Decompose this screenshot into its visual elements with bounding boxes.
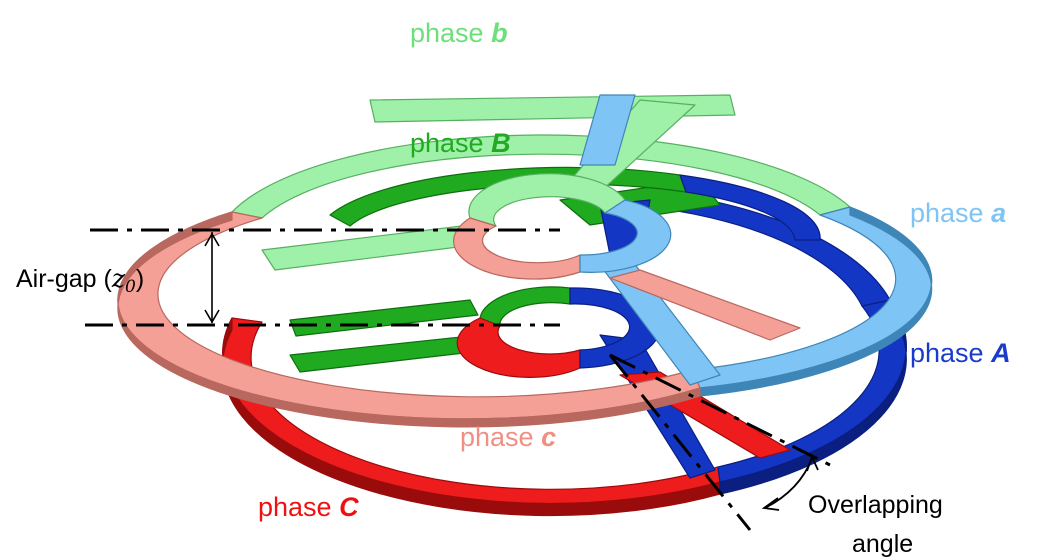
label-phase-a-letter: a — [991, 198, 1006, 228]
overlap-label-line2: angle — [852, 530, 913, 558]
overlap-arc-arrow-end — [806, 454, 819, 472]
label-phase-c-letter: c — [541, 422, 556, 452]
airgap-arrow-bottom — [204, 309, 220, 324]
airgap-label-symbol: z — [111, 264, 126, 293]
overlap-angle-marks — [608, 353, 831, 531]
label-phase-B: phase B — [410, 128, 511, 158]
label-phase-A-prefix: phase — [910, 338, 991, 368]
lower-hub-phase-B — [479, 286, 571, 327]
overlap-line-phase-C-axis — [609, 353, 831, 467]
overlap-line-phase-A-axis — [608, 354, 752, 531]
label-phase-C: phase C — [258, 492, 359, 522]
label-phase-a-prefix: phase — [910, 198, 991, 228]
airgap-label-suffix: ) — [136, 265, 144, 293]
label-phase-A: phase A — [910, 338, 1011, 368]
upper-disc — [117, 94, 933, 428]
label-phase-C-letter: C — [339, 492, 359, 522]
label-phase-A-letter: A — [990, 338, 1011, 368]
label-phase-b-letter: b — [491, 18, 508, 48]
airgap-label-prefix: Air-gap ( — [16, 265, 113, 293]
label-phase-b-prefix: phase — [410, 18, 491, 48]
label-phase-C-prefix: phase — [258, 492, 339, 522]
upper-ring-phase-c-side — [117, 211, 701, 428]
mid-ring-phase-A — [679, 174, 821, 241]
lower-spoke-phase-B-2 — [289, 299, 479, 337]
overlap-label-line1: Overlapping — [808, 491, 943, 519]
label-phase-a: phase a — [910, 198, 1006, 228]
airgap-label-subscript: 0 — [125, 277, 136, 297]
upper-hub-phase-c — [453, 217, 581, 280]
label-phase-c: phase c — [460, 422, 556, 452]
airgap-label: Air-gap (z0) — [16, 264, 144, 297]
label-phase-B-letter: B — [491, 128, 511, 158]
upper-spoke-phase-a-1 — [579, 94, 636, 166]
label-phase-b: phase b — [410, 18, 508, 48]
upper-hub-phase-a — [579, 199, 672, 273]
airgap-arrow-top — [204, 232, 220, 247]
upper-spoke-phase-c-1 — [609, 269, 801, 341]
lower-hub-phase-C — [456, 317, 581, 378]
label-phase-c-prefix: phase — [460, 422, 541, 452]
overlap-arc-arrow-start — [761, 497, 780, 511]
upper-spoke-phase-b-1 — [261, 224, 483, 271]
airgap-reference-lines — [85, 228, 560, 327]
label-phase-B-prefix: phase — [410, 128, 491, 158]
